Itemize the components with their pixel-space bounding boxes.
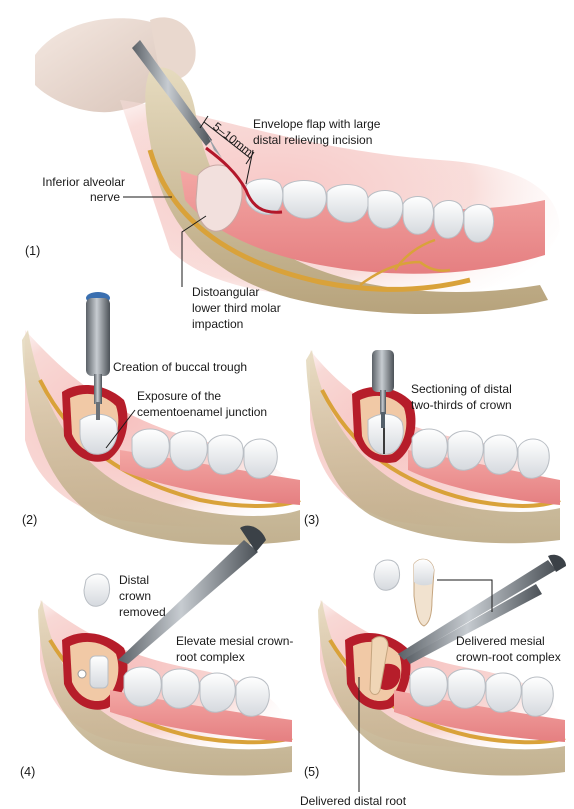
cej-label-line-2: cementoenamel junction [137, 405, 267, 419]
panel-5-illustration [318, 555, 566, 776]
surgical-handpiece [86, 298, 110, 376]
panel-1-illustration [35, 17, 560, 314]
panel-1-number: (1) [25, 244, 40, 258]
envelope-flap-label: Envelope flap with large [253, 117, 381, 131]
delivered-distal-label: Delivered distal root [300, 794, 407, 808]
panel-4-number: (4) [20, 765, 35, 779]
removed-distal-crown [84, 574, 110, 606]
mesial-crown-root [90, 656, 108, 688]
impaction-label-line-1: Distoangular [192, 285, 259, 299]
nerve-label-line-2: nerve [90, 190, 120, 204]
relieving-incision-label: distal relieving incision [253, 133, 372, 147]
distal-crown-label-line-1: Distal [119, 573, 149, 587]
exposed-crown [80, 414, 117, 454]
sectioning-bur-handpiece [372, 350, 394, 392]
panel-5-number: (5) [304, 765, 319, 779]
buccal-trough-label: Creation of buccal trough [113, 360, 247, 374]
elevate-label-line-1: Elevate mesial crown- [176, 634, 293, 648]
delivered-mesial-label-line-2: crown-root complex [456, 650, 561, 664]
sectioning-label-line-1: Sectioning of distal [411, 382, 512, 396]
distal-crown-label-line-3: removed [119, 605, 166, 619]
panel-4-illustration [38, 526, 292, 776]
elevate-label-line-2: root complex [176, 650, 245, 664]
delivered-mesial-label-line-1: Delivered mesial [456, 634, 545, 648]
distal-crown-label-line-2: crown [119, 589, 151, 603]
nerve-label-line-1: Inferior alveolar [42, 175, 125, 189]
panel-3-number: (3) [304, 513, 319, 527]
impaction-label-line-2: lower third molar [192, 301, 281, 315]
panel-2-number: (2) [22, 513, 37, 527]
sectioned-crown [368, 414, 403, 454]
panel-3-illustration [306, 350, 560, 543]
sectioning-label-line-2: two-thirds of crown [411, 398, 512, 412]
impaction-label-line-3: impaction [192, 317, 243, 331]
cej-label-line-1: Exposure of the [137, 389, 221, 403]
